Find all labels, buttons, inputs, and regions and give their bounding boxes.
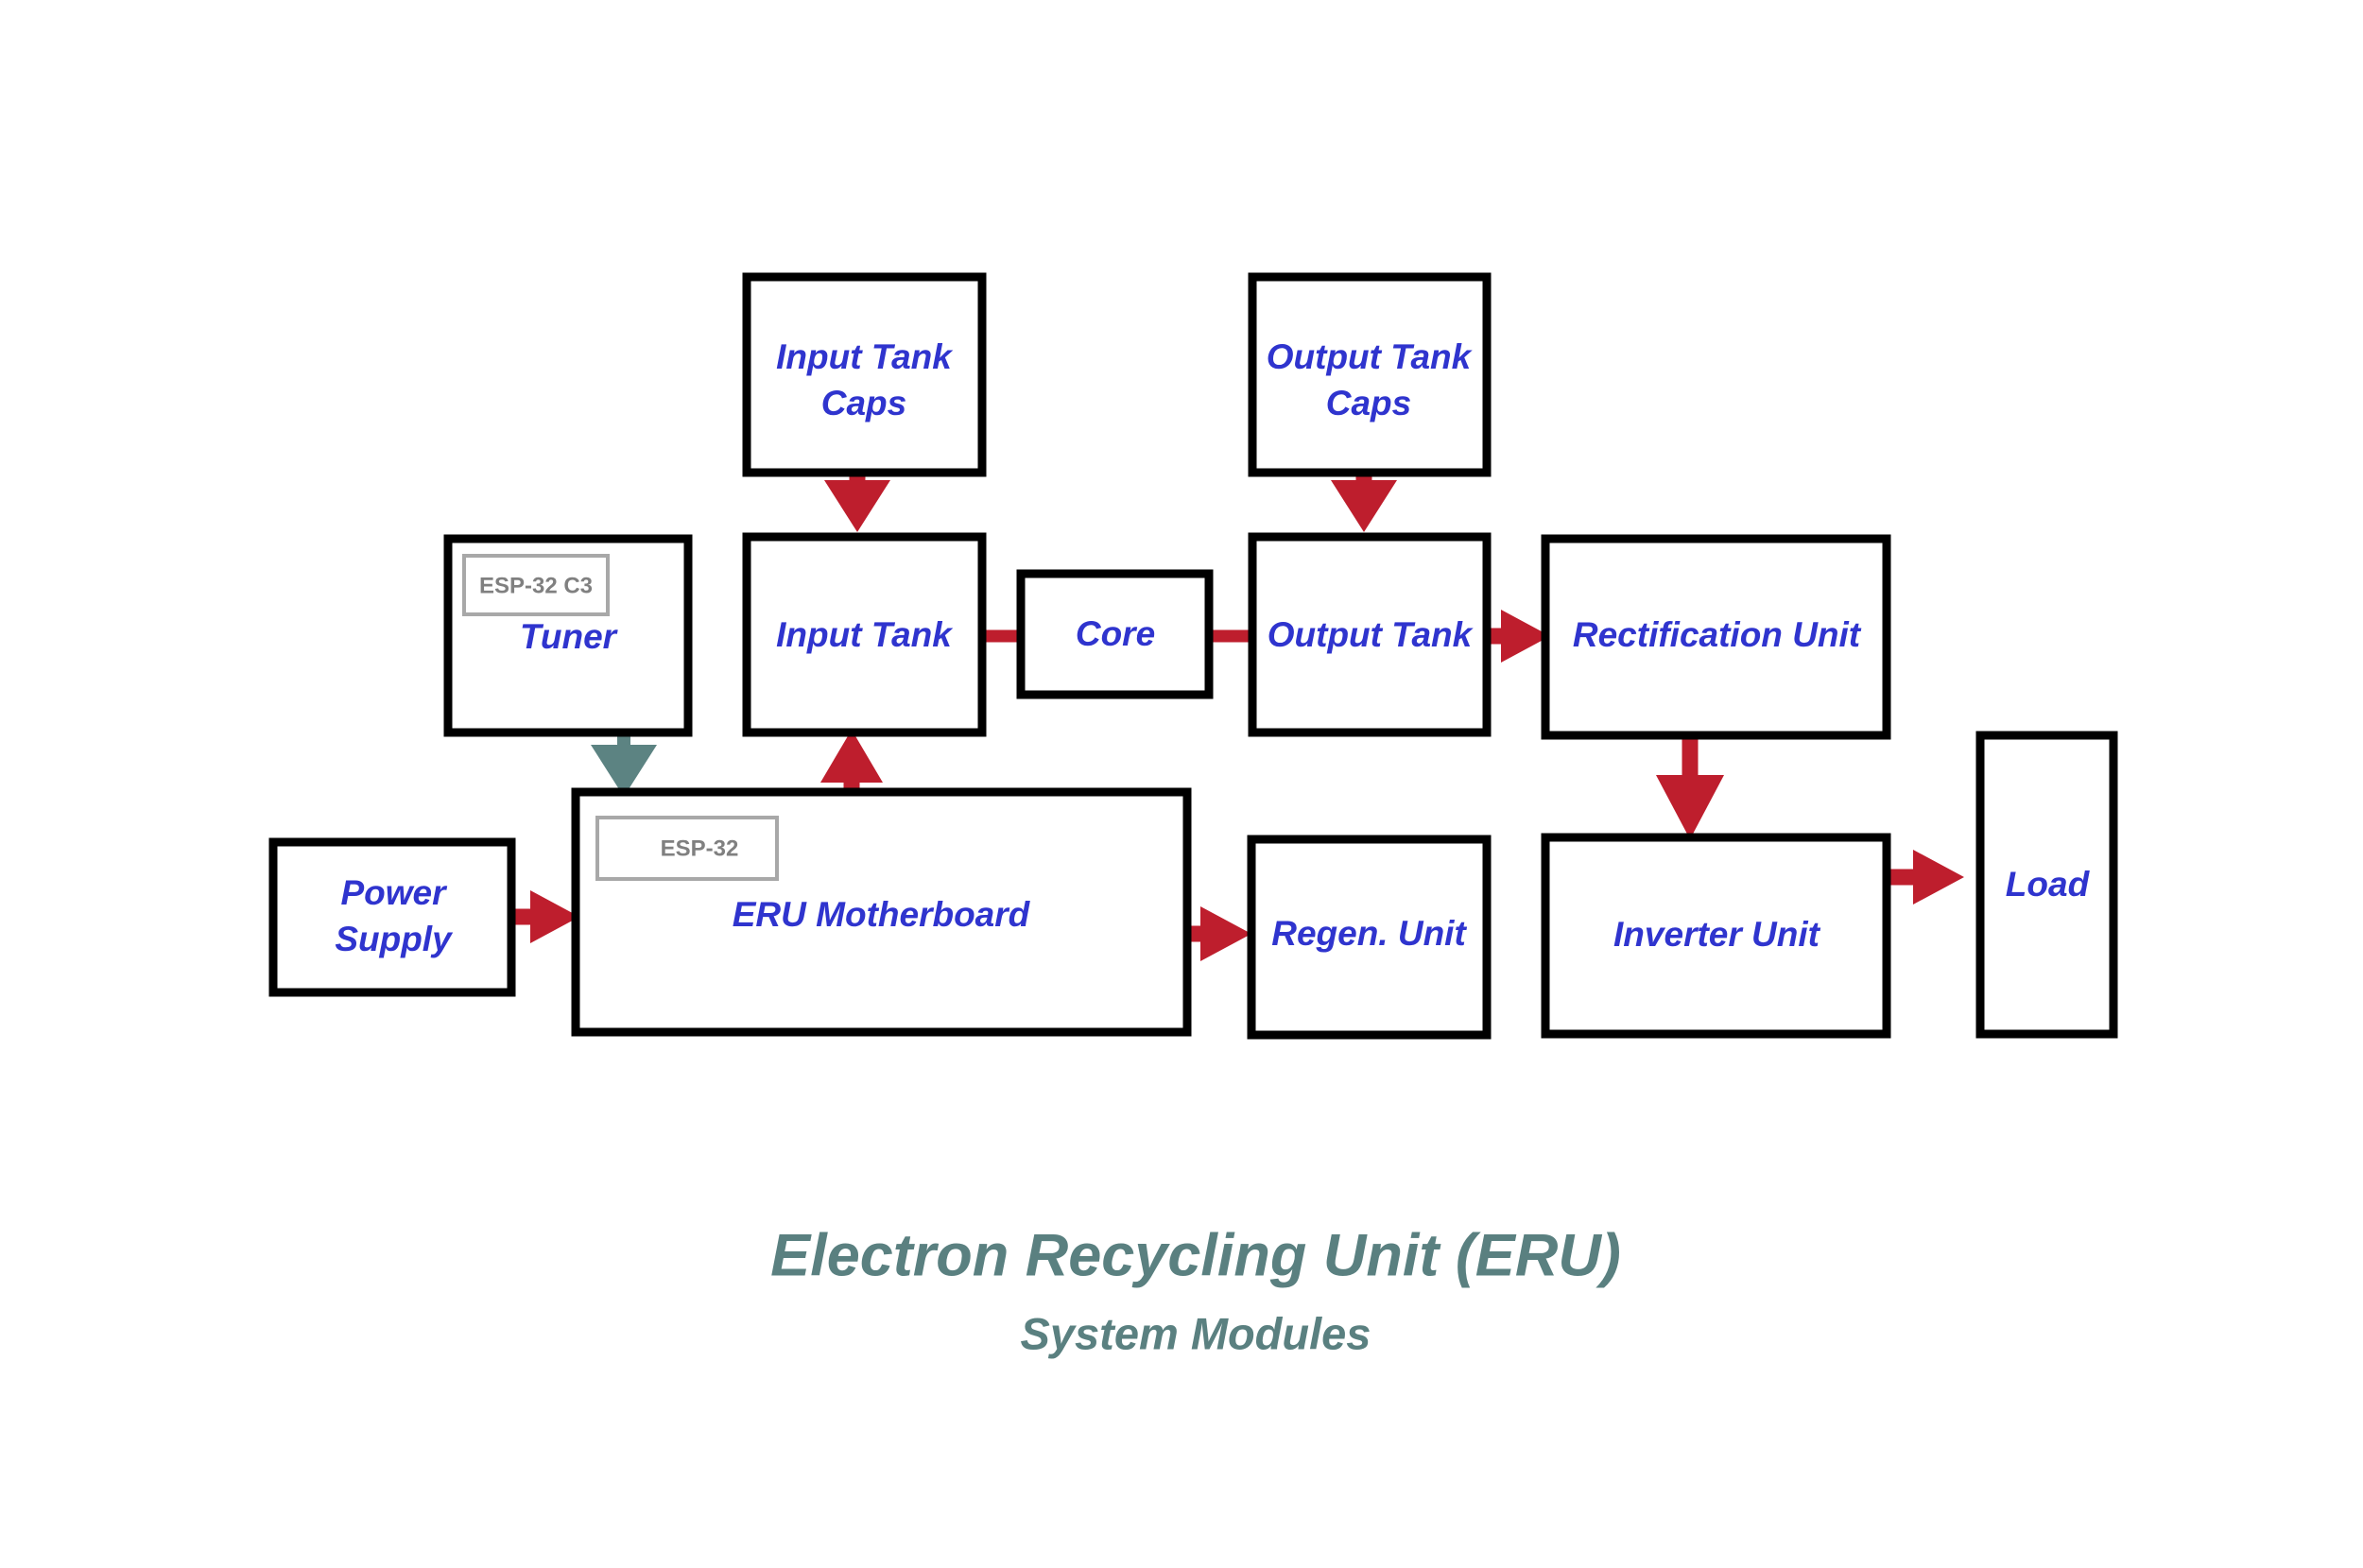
diagram-title-group: Electron Recycling Unit (ERU) System Mod…: [770, 1223, 1621, 1359]
node-input-tank[interactable]: Input Tank: [742, 532, 987, 737]
node-tuner[interactable]: ESP-32 C3 Tuner: [443, 534, 693, 737]
node-label-power-supply-line1: Power: [340, 873, 448, 912]
edge-tuner-to-eru-motherboard: [591, 732, 657, 797]
node-power-supply[interactable]: Power Supply: [268, 837, 516, 997]
edge-input-tank-caps-to-input-tank: [824, 473, 890, 532]
node-rectification-unit[interactable]: Rectification Unit: [1541, 534, 1891, 740]
node-output-tank[interactable]: Output Tank: [1248, 532, 1492, 737]
node-output-tank-caps[interactable]: Output Tank Caps: [1248, 272, 1492, 477]
chip-badge-esp32: ESP-32: [595, 816, 779, 881]
node-regen-unit[interactable]: Regen. Unit: [1247, 835, 1492, 1040]
edge-inverter-unit-to-load: [1889, 850, 1964, 905]
node-label-eru-motherboard: ERU Motherboard: [733, 895, 1031, 934]
node-inverter-unit[interactable]: Inverter Unit: [1541, 833, 1891, 1039]
node-load[interactable]: Load: [1975, 731, 2118, 1039]
node-label-power-supply-line2: Supply: [335, 920, 454, 958]
chip-label-esp32c3: ESP-32 C3: [479, 573, 593, 598]
page-subtitle: System Modules: [1021, 1308, 1371, 1358]
node-label-output-tank-caps-line2: Caps: [1326, 384, 1411, 422]
node-input-tank-caps[interactable]: Input Tank Caps: [742, 272, 987, 477]
node-label-tuner: Tuner: [520, 617, 619, 656]
node-label-input-tank: Input Tank: [776, 615, 954, 654]
node-label-load: Load: [2006, 865, 2091, 904]
node-eru-motherboard[interactable]: ESP-32 ERU Motherboard: [571, 787, 1192, 1037]
node-label-regen-unit: Regen. Unit: [1271, 914, 1467, 953]
node-label-inverter-unit: Inverter Unit: [1613, 915, 1821, 954]
edge-eru-motherboard-to-regen-unit: [1184, 906, 1251, 961]
edge-rectification-unit-to-inverter-unit: [1656, 735, 1724, 839]
chip-badge-esp32c3: ESP-32 C3: [462, 554, 610, 616]
edge-output-tank-caps-to-output-tank: [1331, 473, 1397, 532]
node-label-input-tank-caps-line1: Input Tank: [776, 337, 954, 376]
node-label-output-tank: Output Tank: [1268, 615, 1475, 654]
page-title: Electron Recycling Unit (ERU): [770, 1223, 1621, 1289]
node-label-core: Core: [1076, 614, 1155, 653]
node-core[interactable]: Core: [1016, 569, 1214, 699]
edge-output-tank-to-rectification-unit: [1486, 610, 1550, 663]
edge-power-supply-to-eru-motherboard: [515, 890, 579, 943]
node-label-output-tank-caps-line1: Output Tank: [1267, 337, 1474, 376]
node-label-input-tank-caps-line2: Caps: [821, 384, 906, 422]
chip-label-esp32: ESP-32: [661, 836, 739, 861]
node-label-rectification-unit: Rectification Unit: [1573, 615, 1862, 654]
